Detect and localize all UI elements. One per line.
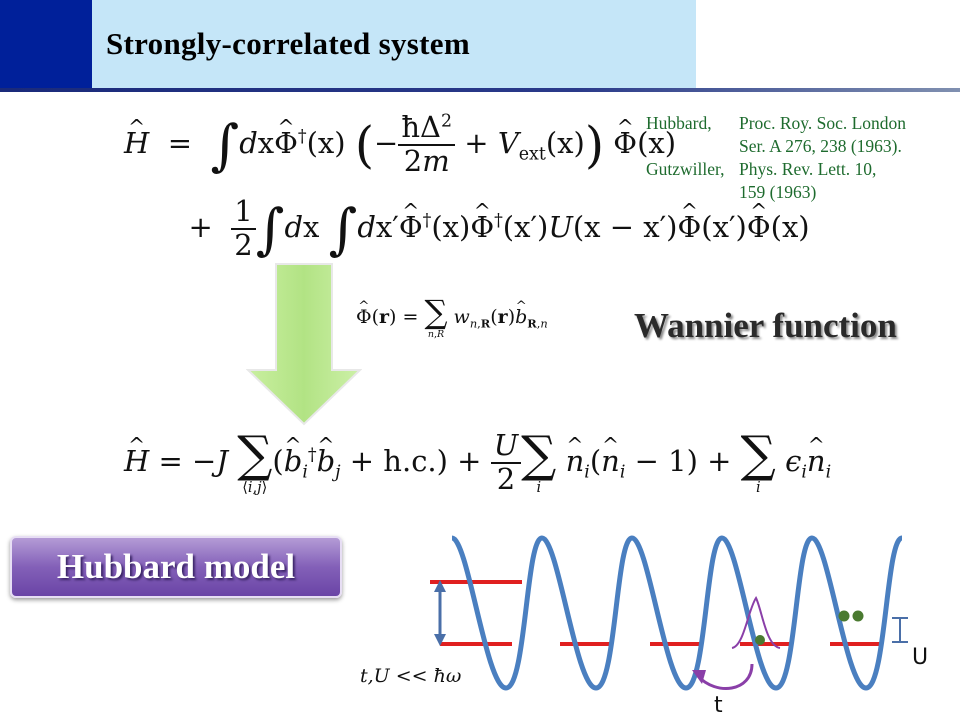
header-rule xyxy=(0,88,960,92)
citation-author: Hubbard, xyxy=(646,113,712,133)
hubbard-model-button[interactable]: Hubbard model xyxy=(10,536,342,598)
tunneling-arrowhead-icon xyxy=(692,670,706,684)
wannier-expansion-equation: Φ(r) = ∑n,R wn,R(r)bR,n xyxy=(356,296,548,340)
citation-hubbard: Hubbard, Proc. Roy. Soc. London xyxy=(646,112,906,135)
header-bar xyxy=(92,0,696,88)
citations: Hubbard, Proc. Roy. Soc. London Ser. A 2… xyxy=(646,112,906,204)
header-block xyxy=(0,0,92,88)
citation-line-2: Ser. A 276, 238 (1963). xyxy=(739,136,902,156)
slide-title: Strongly-correlated system xyxy=(106,26,470,61)
hubbard-model-label: Hubbard model xyxy=(56,547,296,586)
arrowhead-up-icon xyxy=(434,580,446,592)
citation-line: Phys. Rev. Lett. 10, xyxy=(739,159,877,179)
wannier-function-label: Wannier function xyxy=(634,306,897,345)
energy-condition-label: t,U << ħω xyxy=(360,665,461,687)
down-arrow-icon xyxy=(246,263,362,426)
tunneling-arrow-icon xyxy=(696,663,754,690)
arrowhead-down-icon xyxy=(434,634,446,646)
citation-line: Proc. Roy. Soc. London xyxy=(739,113,907,133)
citation-author: Gutzwiller, xyxy=(646,159,725,179)
atom-icon xyxy=(755,635,765,645)
wavefunction-curve xyxy=(731,596,781,649)
optical-lattice-diagram: t,U << ħω U t xyxy=(360,535,928,718)
hubbard-hamiltonian-equation: H = −J ∑⟨i,j⟩(bi†bj + h.c.) + U2∑i ni(ni… xyxy=(124,429,831,496)
citation-gutzwiller: Gutzwiller, Phys. Rev. Lett. 10, xyxy=(646,158,906,181)
citation-line-2: 159 (1963) xyxy=(739,182,817,202)
atom-icon xyxy=(838,610,850,622)
interaction-u-label: U xyxy=(912,645,928,670)
hamiltonian-interaction-equation: + 12∫dx ∫dx′Φ†(x)Φ†(x′)U(x − x′)Φ(x′)Φ(x… xyxy=(124,195,810,262)
tunneling-t-label: t xyxy=(714,693,723,718)
periodic-potential-curve xyxy=(450,535,904,691)
atom-icon xyxy=(852,610,864,622)
